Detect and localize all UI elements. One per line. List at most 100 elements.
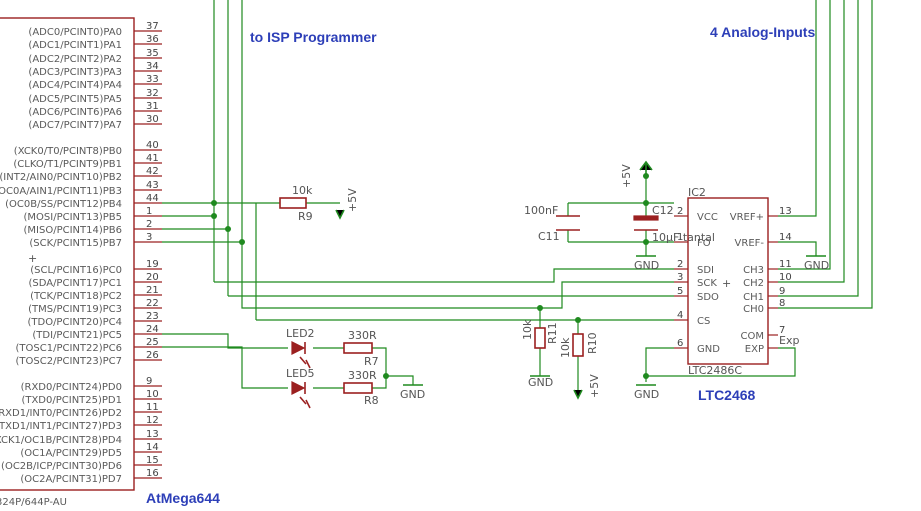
mcu-pin-number: 13 [146,429,159,440]
ic2-pin-number: 13 [779,206,792,217]
ic2-pin-label: VREF+ [730,212,764,223]
mcu-body [0,17,135,491]
junction [643,239,649,245]
ic2-pin: FO1 [674,232,711,249]
mcu-pin-number: 34 [146,61,159,72]
mcu-pin: (OC0A/AIN1/PCINT11)PB3 43 [0,180,162,197]
mcu-pin-name: (XCK0/T0/PCINT8)PB0 [14,146,122,157]
mcu-pin-name: (TOSC2/PCINT23)PC7 [16,356,123,367]
gnd-vref-label: GND [804,259,829,272]
resistor-r11: 10k R11 [521,319,559,349]
ic2-pin-label: EXP [745,344,764,355]
ic2-exp-label: Exp [779,334,799,347]
ic2-center-mark: + [722,277,731,290]
mcu-pin-number: 21 [146,285,159,296]
mcu-pin-name: (TXD0/PCINT25)PD1 [21,395,122,406]
gnd-ic2-label: GND [634,388,659,401]
gnd-led: GND [400,384,425,401]
c12-name: C12 [652,204,674,217]
ic2-pin-number: 10 [779,272,792,283]
wire-ch2 [778,0,845,283]
r11-value: 10k [521,319,534,340]
junction [537,305,543,311]
mcu-pin-number: 40 [146,140,159,151]
mcu-pin-number: 35 [146,48,159,59]
ic2-body [687,197,769,365]
mcu-pin: (TCK/PCINT18)PC2 21 [30,285,162,302]
mcu-pin-number: 24 [146,324,159,335]
mcu-pin-number: 14 [146,442,159,453]
r11-name: R11 [546,322,559,344]
mcu-pin-number: 37 [146,21,159,32]
mcu-pin-number: 19 [146,259,159,270]
mcu-pin-name: (OC0A/AIN1/PCINT11)PB3 [0,186,122,197]
mcu-pin: (XCK0/T0/PCINT8)PB0 40 [14,140,162,157]
junction [239,239,245,245]
mcu-pin-name: (MOSI/PCINT13)PB5 [24,212,123,223]
mcu-pin-number: 43 [146,180,159,191]
gnd-led-label: GND [400,388,425,401]
mcu-pin-number: 15 [146,455,159,466]
mcu-pin-name: (ADC7/PCINT7)PA7 [28,120,122,131]
junction [225,226,231,232]
ic2-part: LTC2486C [688,364,742,377]
mcu-pin-number: 12 [146,415,159,426]
ic2-pin-label: CH0 [743,304,764,315]
ic2-pin-label: VREF- [735,238,765,249]
capacitor-c12: C12 10µF tantal [633,204,715,244]
mcu-pin-name: (TCK/PCINT18)PC2 [30,291,122,302]
mcu-pin-number: 3 [146,232,152,243]
r10-5v-label: +5V [588,374,601,398]
ic2-pin-label: COM [741,331,764,342]
resistor-r7: 330R R7 [343,329,379,368]
note-isp: to ISP Programmer [250,29,377,45]
ic2-name: IC2 [688,186,706,199]
mcu-pin-name: (RXD1/INT0/PCINT26)PD2 [0,408,122,419]
wire-sdi [214,268,674,283]
mcu-atmega644: 324P/644P-AU (ADC0/PCINT0)PA037(ADC1/PCI… [0,17,162,508]
supply-5v-r10: +5V [573,374,601,400]
r9-value: 10k [292,184,313,197]
mcu-pin-name: (ADC2/PCINT2)PA2 [28,54,122,65]
mcu-pin-name: (OC0B/SS/PCINT12)PB4 [5,199,122,210]
junction [383,373,389,379]
ic2-pin-number: 6 [677,338,683,349]
c11-value: 100nF [524,204,558,217]
c11-name: C11 [538,230,560,243]
mcu-pin-name: (TMS/PCINT19)PC3 [28,304,122,315]
junction [211,200,217,206]
ic2-pin-label: CH3 [743,265,764,276]
r9-name: R9 [298,210,313,223]
ic2-pin-label: CH1 [743,292,764,303]
mcu-pin-name: (SDA/PCINT17)PC1 [28,278,122,289]
mcu-pin-name: (MISO/PCINT14)PB6 [24,225,123,236]
wire-vref-minus [778,241,817,256]
mcu-pin-number: 36 [146,34,159,45]
mcu-pin-name: (ADC0/PCINT0)PA0 [28,27,122,38]
ic2-pin-label: CH2 [743,278,764,289]
ic2-pin-number: 4 [677,310,683,321]
mcu-pin: (ADC2/PCINT2)PA2 35 [28,48,162,65]
led-led2: LED2 [286,327,315,369]
ic2-pin-label: SCK [697,278,717,289]
ic2-pin-number: 2 [677,206,683,217]
